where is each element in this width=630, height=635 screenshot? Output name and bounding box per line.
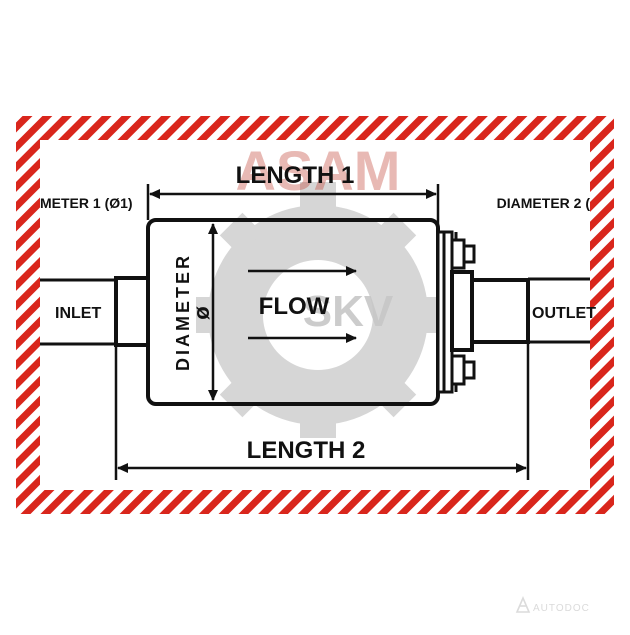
site-watermark-text: AUTODOC [533, 603, 590, 614]
outlet-label: OUTLET [532, 305, 596, 322]
diameter-symbol-label: ø [189, 306, 214, 320]
pump-end-cap [436, 230, 454, 394]
watermark-gear-icon [196, 182, 440, 438]
diameter-vertical-label: DIAMETER [173, 253, 193, 371]
electrical-terminals [450, 232, 476, 392]
inlet-nozzle [114, 276, 148, 347]
length1-label: LENGTH 1 [236, 162, 355, 189]
dimension-lines [114, 184, 530, 480]
flow-label: FLOW [259, 293, 330, 320]
site-logo-icon [515, 595, 531, 613]
length2-label: LENGTH 2 [247, 437, 366, 464]
pipes [40, 277, 590, 346]
inlet-label: INLET [55, 305, 101, 322]
watermark-brand-mid: SKV [303, 287, 394, 336]
outlet-nozzle [450, 270, 530, 352]
site-watermark: AUTODOC [515, 595, 590, 614]
diameter1-label: METER 1 (Ø1) [40, 195, 133, 211]
diameter2-label: DIAMETER 2 ( [497, 195, 591, 211]
